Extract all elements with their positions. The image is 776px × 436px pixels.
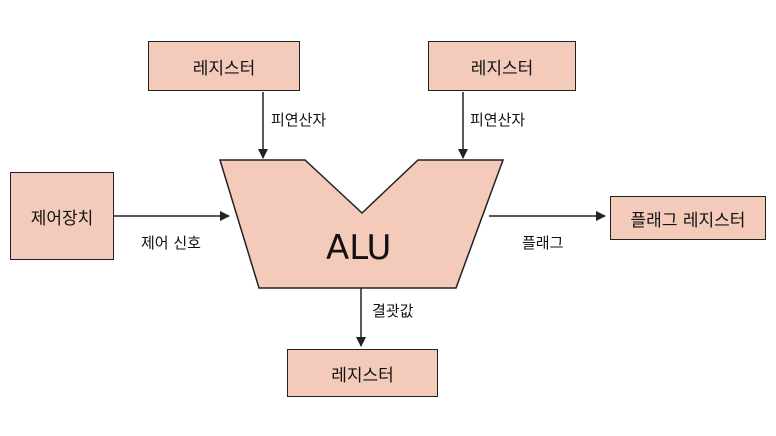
register-top-right: 레지스터 bbox=[428, 41, 576, 91]
operand-left-label: 피연산자 bbox=[271, 111, 327, 129]
control-unit-label: 제어장치 bbox=[30, 208, 94, 229]
result-label: 결괏값 bbox=[372, 302, 414, 320]
alu-label: ALU bbox=[326, 228, 392, 268]
register-top-left: 레지스터 bbox=[148, 41, 300, 91]
register-top-left-label: 레지스터 bbox=[192, 58, 256, 79]
control-unit-box: 제어장치 bbox=[10, 172, 114, 260]
operand-right-label: 피연산자 bbox=[470, 111, 526, 129]
register-bottom: 레지스터 bbox=[287, 349, 438, 397]
control-signal-label: 제어 신호 bbox=[141, 234, 201, 252]
flag-label: 플래그 bbox=[522, 234, 564, 252]
register-bottom-label: 레지스터 bbox=[331, 365, 394, 386]
flag-register-label: 플래그 레지스터 bbox=[630, 210, 746, 231]
flag-register-box: 플래그 레지스터 bbox=[610, 196, 766, 240]
alu-shape bbox=[218, 159, 505, 289]
register-top-right-label: 레지스터 bbox=[470, 58, 534, 79]
